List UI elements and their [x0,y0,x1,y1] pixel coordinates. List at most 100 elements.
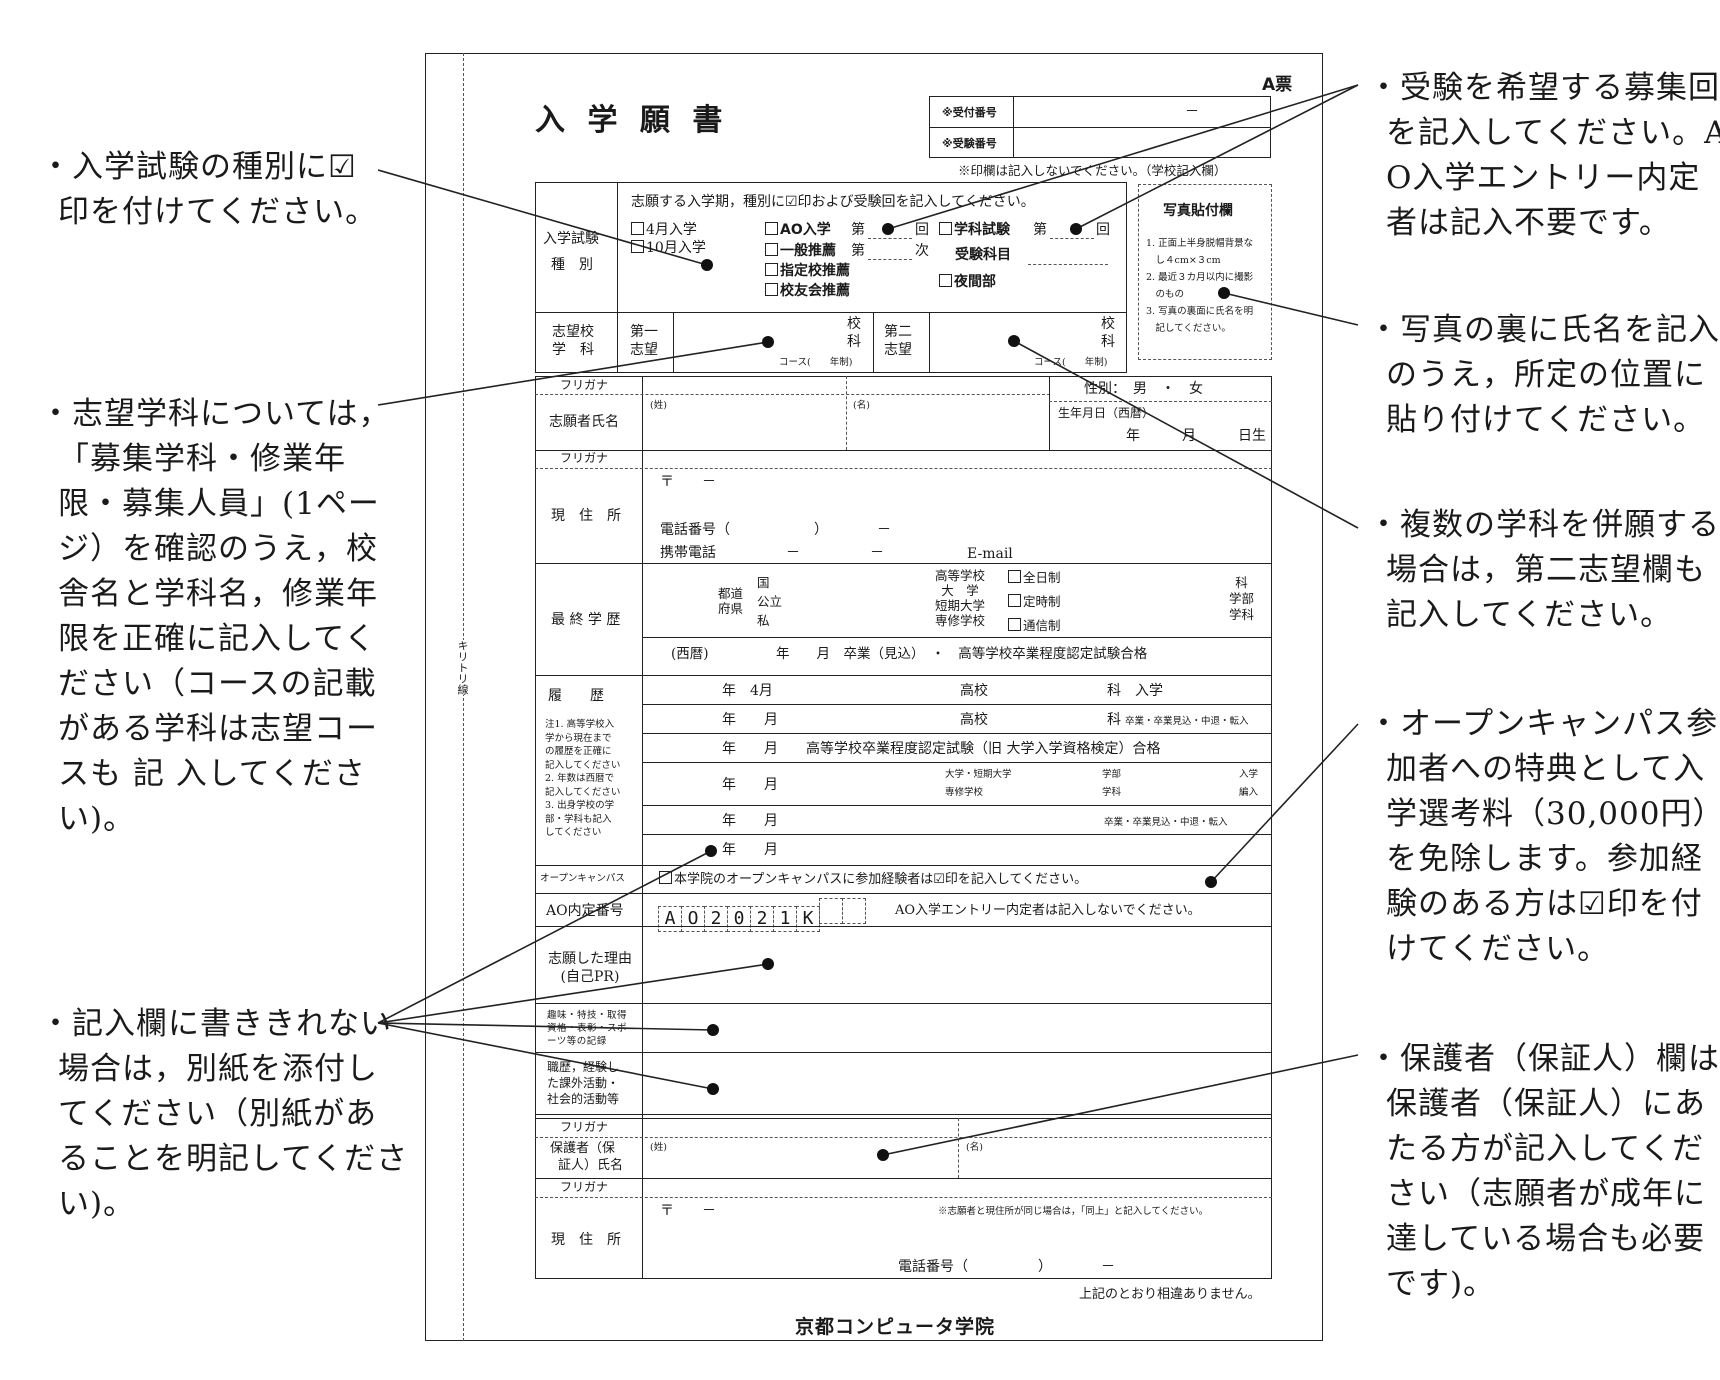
history-row-2-ka: 科 [1107,712,1121,728]
history-row-2-school[interactable]: 高校 [960,712,988,728]
note-open-campus: ・オープンキャンパス参 加者への特典として入 学選考料（30,000円） を免除… [1368,706,1720,967]
history-row-5-date[interactable]: 年 月 [722,813,778,829]
guardian-sei: (姓) [650,1142,667,1153]
correspondence-checkbox[interactable] [1008,618,1021,631]
part-time-option[interactable]: 定時制 [1008,594,1061,608]
ao-option[interactable]: AO入学 [765,222,831,238]
note-department: ・志望学科については， 「募集学科・修業年 限・募集人員」(1ペー ジ）を確認の… [40,396,391,837]
exam-no-field[interactable] [1015,129,1269,156]
application-form [425,53,1323,1341]
hobby-field[interactable] [644,1005,1270,1051]
photo-rules: 1. 正面上半身脱帽背景な し４cm×３cm 2. 最近３カ月以内に撮影 のもの… [1146,238,1254,334]
applicant-name-field[interactable] [644,396,1048,449]
history-row-2-status[interactable]: 卒業・卒業見込・中退・転入 [1125,716,1249,727]
address-furigana-label: フリガナ [560,451,609,465]
address-phone[interactable]: 電話番号（ ） － [660,522,891,538]
general-checkbox[interactable] [765,243,778,256]
guardian-address-furigana-label: フリガナ [560,1180,609,1194]
history-label: 履 歴 [548,688,604,704]
reason-field[interactable] [644,928,1270,1002]
gakka-shiken-checkbox[interactable] [939,222,952,235]
night-checkbox[interactable] [939,274,952,287]
last-edu-label: 最 終 学 歴 [551,612,621,628]
gakka-shiken-option[interactable]: 学科試験 [939,222,1010,238]
exam-type-label: 入学試験 種 別 [543,231,599,273]
history-row-3-text: 高等学校卒業程度認定試験（旧 大学入学資格検定）合格 [806,741,1161,757]
alumni-option[interactable]: 校友会推薦 [765,283,850,299]
note-extra-sheet: ・記入欄に書ききれない 場合は，別紙を添付し てください（別紙があ ることを明記… [40,1006,409,1222]
general-round-ji: 次 [915,243,929,259]
mobile-phone[interactable]: 携帯電話 － － [660,545,884,561]
history-row-1-date[interactable]: 年 4月 [722,683,773,699]
history-row-4-enter[interactable]: 入学 [1239,769,1259,780]
school-type-label: 高等学校 大 学 短期大学 専修学校 [935,568,986,628]
history-row-2-date[interactable]: 年 月 [722,712,778,728]
reception-no-field[interactable]: － [1185,104,1199,120]
department-label: 志望校 学 科 [552,324,594,358]
history-row-4-faculty: 学部 [1102,769,1122,780]
guardian-postal[interactable]: 〒 － [660,1203,716,1219]
ao-char[interactable] [842,898,866,924]
night-option[interactable]: 夜間部 [939,274,996,290]
first-dept-suffix: 科 [847,334,861,350]
gakka-round-dai: 第 [1033,222,1047,238]
guardian-phone[interactable]: 電話番号（ ） － [898,1259,1115,1275]
open-campus-checkbox[interactable] [659,871,672,884]
graduation-line[interactable]: (西暦) 年 月 卒業（見込） ・ 高等学校卒業程度認定試験合格 [671,646,1148,662]
furigana-label: フリガナ [560,378,609,392]
subjects-label: 受験科目 [955,247,1011,263]
history-row-6-date[interactable]: 年 月 [722,842,778,858]
stamp-note: ※印欄は記入しないでください。（学校記入欄） [958,163,1227,178]
full-time-option[interactable]: 全日制 [1008,570,1061,584]
school-name: 京都コンピュータ学院 [795,1316,996,1338]
birth-date-field[interactable]: 年 月 日生 [1126,428,1266,444]
general-option[interactable]: 一般推薦 [765,243,836,259]
reason-label: 志願した理由 (自己PR) [548,951,632,985]
history-row-5-status[interactable]: 卒業・卒業見込・中退・転入 [1104,817,1228,828]
ao-char[interactable] [819,898,843,924]
first-school-suffix: 校 [847,316,861,332]
guardian-label: 保護者（保 証人）氏名 [550,1141,624,1173]
april-checkbox[interactable] [631,222,644,235]
history-row-3-date[interactable]: 年 月 [722,741,778,757]
general-round-dai: 第 [851,243,865,259]
photo-title: 写真貼付欄 [1163,203,1233,219]
october-option[interactable]: 10月入学 [631,240,706,256]
second-course: コース( 年制) [1034,357,1108,368]
guardian-address-note: ※志願者と現住所が同じ場合は，「同上」と記入してください。 [938,1206,1209,1217]
note-round: ・受験を希望する募集回 を記入してください。A O入学エントリー内定 者は記入不… [1368,70,1720,241]
gender-select[interactable]: 性別： 男 ・ 女 [1084,381,1203,397]
address-postal[interactable]: 〒 － [660,474,716,490]
cut-line [463,53,464,1341]
career-field[interactable] [644,1054,1270,1113]
dept-type-label: 科 学部 学科 [1229,575,1255,622]
email-label[interactable]: E-mail [967,546,1013,562]
ao-checkbox[interactable] [765,222,778,235]
cut-line-label: キリトリ線 [455,640,469,695]
form-title: 入 学 願 書 [535,103,729,138]
october-checkbox[interactable] [631,240,644,253]
history-row-1-school[interactable]: 高校 [960,683,988,699]
ao-round-kai: 回 [915,222,929,238]
full-time-checkbox[interactable] [1008,570,1021,583]
reception-no-label: ※受付番号 [942,106,997,119]
open-campus-option[interactable]: 本学院のオープンキャンパスに参加経験者は☑印を記入してください。 [659,871,1087,886]
part-time-checkbox[interactable] [1008,594,1021,607]
history-row-4-dept: 学科 [1102,787,1122,798]
designated-checkbox[interactable] [765,263,778,276]
ao-round-dai: 第 [851,222,865,238]
applicant-name-label: 志願者氏名 [549,414,619,430]
history-row-4-transfer[interactable]: 編入 [1239,787,1259,798]
history-row-4-univ: 大学・短期大学 [945,769,1012,780]
second-dept-suffix: 科 [1101,334,1115,350]
correspondence-option[interactable]: 通信制 [1008,618,1061,632]
alumni-checkbox[interactable] [765,283,778,296]
ao-number-note: AO入学エントリー内定者は記入しないでください。 [895,903,1201,918]
history-row-4-date[interactable]: 年 月 [722,777,778,793]
guardian-address-field[interactable] [644,1220,1270,1256]
note-guardian: ・保護者（保証人）欄は 保護者（保証人）にあ たる方が記入してくだ さい（志願者… [1368,1041,1720,1302]
designated-option[interactable]: 指定校推薦 [765,263,850,279]
april-option[interactable]: 4月入学 [631,222,697,238]
address-field[interactable] [644,490,1270,520]
guardian-name-field[interactable] [644,1139,1270,1177]
